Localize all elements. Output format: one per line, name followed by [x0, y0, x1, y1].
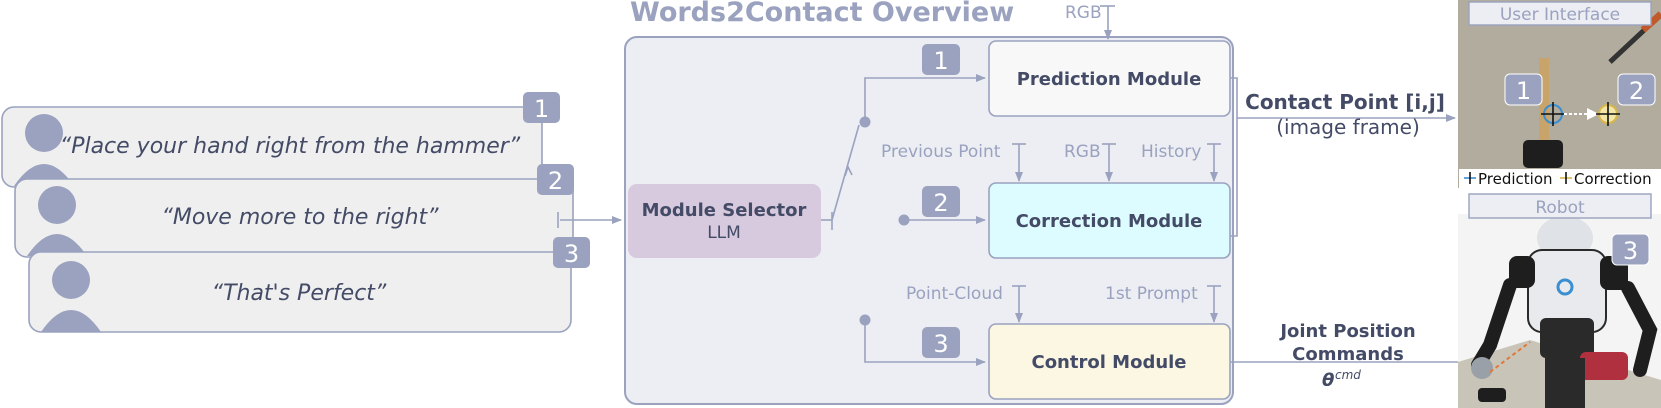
utterance-badge-3: 3 [553, 237, 590, 268]
svg-text:Prediction Module: Prediction Module [1017, 69, 1202, 90]
ui-badge-1: 1 [1504, 73, 1543, 106]
joint-commands-output: Joint Position Commands θ cmd [1230, 321, 1458, 391]
route-control [859, 314, 986, 366]
input-point-cloud: Point-Cloud [906, 284, 1026, 323]
module-selector-title: Module Selector [642, 200, 807, 221]
robot-panel: 3 Robot [1458, 193, 1661, 408]
svg-text:User Interface: User Interface [1500, 5, 1620, 25]
robot-badge-3: 3 [1611, 233, 1650, 266]
contact-point-sublabel: (image frame) [1276, 115, 1420, 139]
ui-badge-2: 2 [1617, 73, 1656, 106]
robot-label: Robot [1468, 193, 1652, 219]
ui-legend: Prediction Correction [1459, 169, 1661, 188]
diagram-title: Words2Contact Overview [630, 0, 1014, 28]
prediction-marker-icon [1541, 102, 1565, 126]
prediction-legend-icon [1464, 172, 1476, 184]
svg-text:Control Module: Control Module [1031, 352, 1186, 373]
svg-text:Correction: Correction [1574, 170, 1652, 188]
svg-text:1: 1 [933, 47, 948, 75]
robot-image [1471, 216, 1658, 408]
svg-text:RGB: RGB [1065, 3, 1102, 23]
correction-module: Correction Module [988, 182, 1231, 259]
svg-text:Previous Point: Previous Point [881, 142, 1001, 162]
user-avatar-icon [41, 261, 101, 332]
svg-text:Prediction: Prediction [1478, 170, 1553, 188]
correction-marker-icon [1596, 102, 1620, 126]
svg-text:Robot: Robot [1535, 198, 1585, 218]
joint-commands-label-1: Joint Position [1278, 321, 1415, 342]
module-selector: Module Selector LLM [628, 184, 821, 258]
utterance-badge-2: 2 [537, 164, 574, 195]
control-module: Control Module [988, 323, 1231, 400]
route-badge-2: 2 [922, 186, 960, 217]
input-history: History [1141, 142, 1221, 182]
svg-text:Correction Module: Correction Module [1016, 211, 1203, 232]
svg-text:3: 3 [933, 330, 948, 358]
utterance-3: “That's Perfect” [28, 251, 572, 333]
svg-text:2: 2 [933, 189, 948, 217]
svg-text:1: 1 [534, 95, 549, 123]
utterance-text: “That's Perfect” [212, 281, 387, 306]
utterance-2: “Move more to the right” [14, 178, 574, 258]
route-badge-3: 3 [922, 327, 960, 358]
svg-text:2: 2 [548, 167, 563, 195]
correction-legend-icon [1560, 172, 1572, 184]
joint-commands-label-2: Commands [1292, 344, 1404, 365]
svg-text:3: 3 [1623, 237, 1638, 265]
user-avatar-icon [27, 186, 87, 256]
svg-text:1st Prompt: 1st Prompt [1105, 284, 1198, 304]
svg-text:History: History [1141, 142, 1201, 162]
module-selector-subtitle: LLM [707, 223, 741, 243]
input-previous-point: Previous Point [881, 142, 1026, 182]
svg-text:2: 2 [1629, 77, 1644, 105]
svg-text:1: 1 [1516, 77, 1531, 105]
joint-commands-superscript: cmd [1335, 368, 1361, 382]
utterance-text: “Place your hand right from the hammer” [60, 134, 521, 159]
svg-text:RGB: RGB [1064, 142, 1101, 162]
route-prediction [859, 74, 986, 128]
utterance-1: “Place your hand right from the hammer” [1, 106, 543, 188]
user-interface-label: User Interface [1468, 1, 1652, 26]
svg-text:3: 3 [564, 240, 579, 268]
contact-point-label: Contact Point [i,j] [1245, 90, 1445, 114]
input-rgb-top: RGB [1065, 3, 1115, 40]
utterance-text: “Move more to the right” [161, 205, 439, 230]
user-interface-panel: 1 2 User Interface Prediction Correction [1458, 0, 1661, 188]
joint-commands-symbol: θ [1322, 370, 1334, 391]
input-first-prompt: 1st Prompt [1105, 284, 1221, 323]
input-rgb-mid: RGB [1064, 142, 1116, 182]
contact-point-output: Contact Point [i,j] (image frame) [1230, 77, 1456, 237]
svg-text:Point-Cloud: Point-Cloud [906, 284, 1003, 304]
selector-switch [821, 124, 860, 230]
utterance-badge-1: 1 [523, 92, 560, 123]
route-correction [898, 214, 986, 226]
route-badge-1: 1 [922, 44, 960, 75]
prediction-module: Prediction Module [988, 40, 1231, 117]
